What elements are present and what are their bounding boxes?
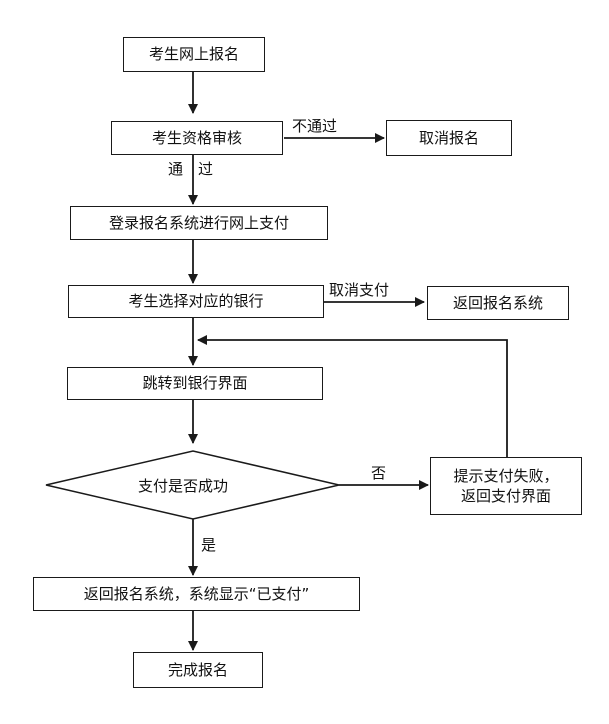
node-return-paid: 返回报名系统，系统显示“已支付”	[33, 577, 360, 611]
node-register-online-label: 考生网上报名	[148, 45, 239, 64]
node-return-system-label: 返回报名系统	[452, 293, 543, 312]
node-login-pay: 登录报名系统进行网上支付	[70, 206, 328, 240]
node-jump-bank-label: 跳转到银行界面	[142, 374, 248, 393]
decision-payment-success-label: 支付是否成功	[138, 477, 229, 495]
node-payment-failed-line-2: 返回支付界面	[460, 487, 551, 505]
node-select-bank-label: 考生选择对应的银行	[128, 292, 264, 311]
node-return-system: 返回报名系统	[427, 286, 569, 320]
decision-diamond-shape	[45, 450, 340, 520]
edge-label-yes: 是	[201, 536, 217, 554]
edge-label-passed: 通 过	[168, 160, 214, 178]
edge-label-no: 否	[371, 464, 387, 482]
node-register-online: 考生网上报名	[123, 37, 265, 72]
node-cancel-registration: 取消报名	[386, 120, 512, 156]
node-cancel-registration-label: 取消报名	[418, 128, 479, 147]
arrow-failed-loop-back	[197, 335, 508, 457]
node-jump-bank: 跳转到银行界面	[67, 367, 323, 400]
node-login-pay-label: 登录报名系统进行网上支付	[108, 213, 289, 232]
node-select-bank: 考生选择对应的银行	[68, 285, 324, 318]
edge-label-cancel-payment: 取消支付	[329, 281, 390, 299]
node-payment-failed: 提示支付失败， 返回支付界面	[430, 457, 582, 515]
node-complete: 完成报名	[133, 652, 263, 688]
node-return-paid-label: 返回报名系统，系统显示“已支付”	[83, 584, 310, 603]
node-payment-failed-line-1: 提示支付失败，	[453, 466, 559, 485]
node-complete-label: 完成报名	[167, 660, 228, 679]
node-qualification-review-label: 考生资格审核	[151, 128, 242, 147]
node-qualification-review: 考生资格审核	[111, 121, 283, 155]
edge-label-not-passed: 不通过	[292, 117, 338, 135]
decision-payment-success: 支付是否成功	[138, 475, 228, 496]
